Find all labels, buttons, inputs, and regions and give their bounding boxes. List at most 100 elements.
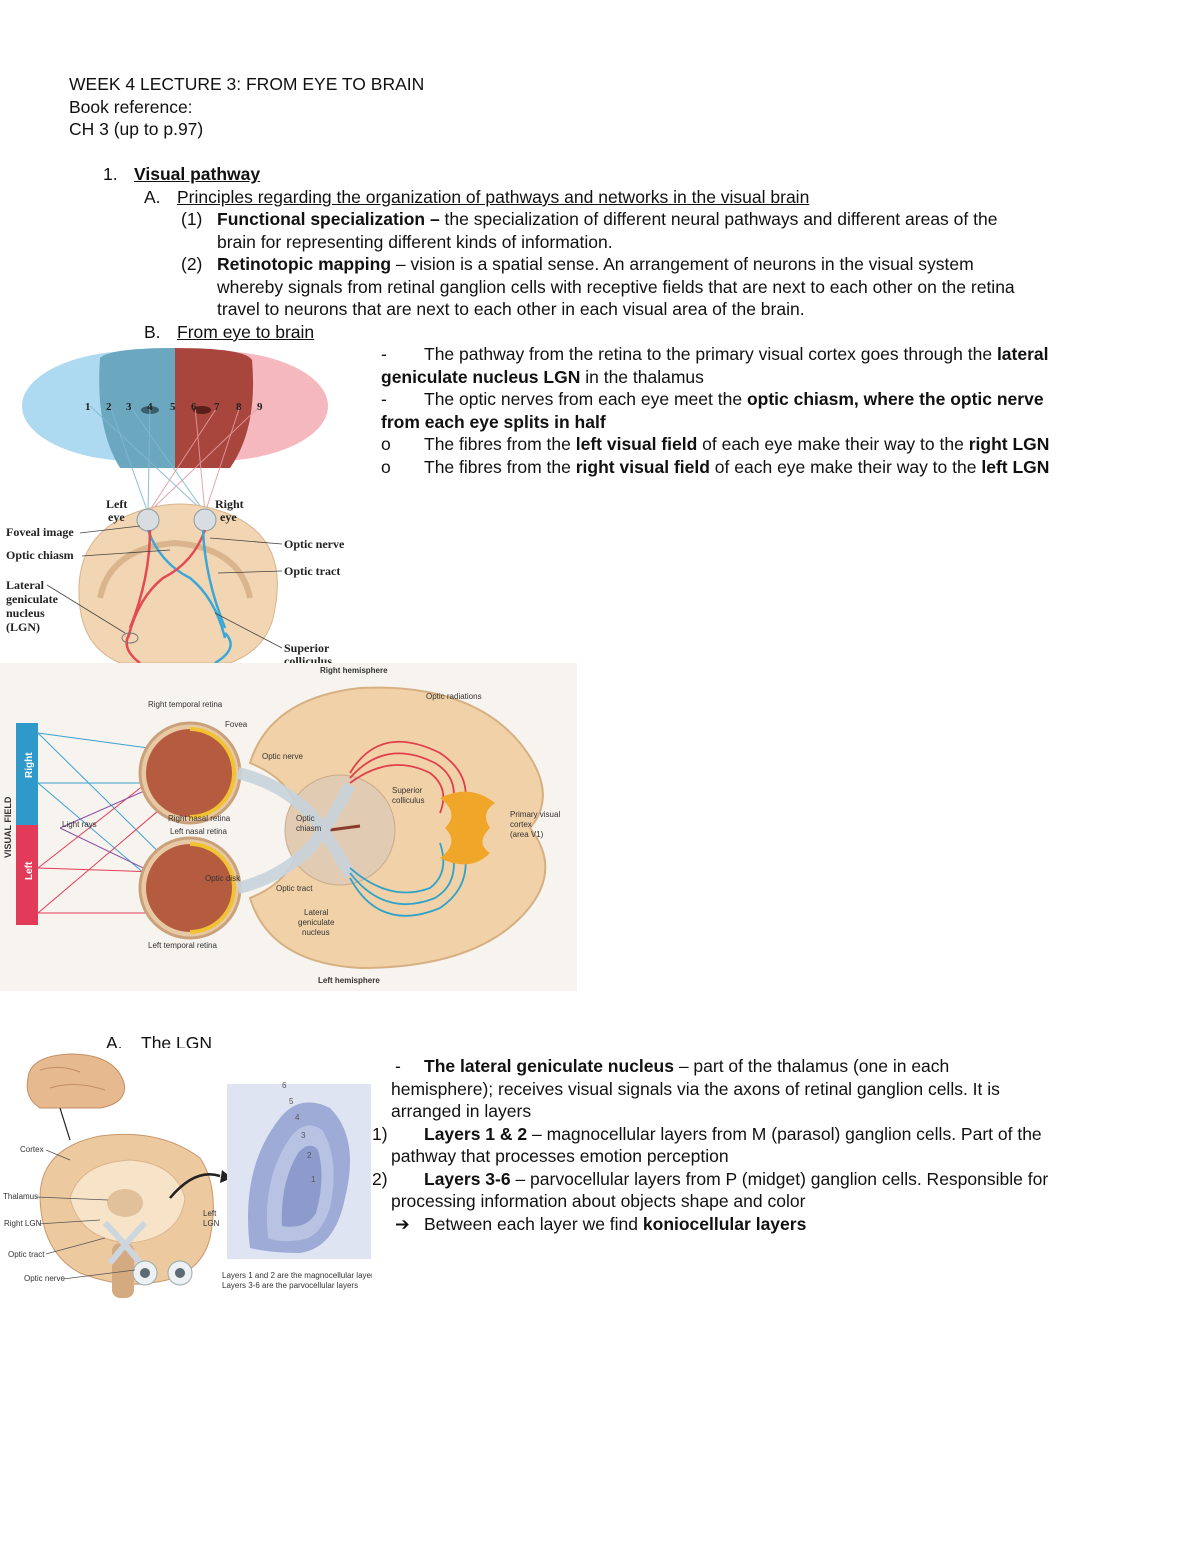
list-number: 2) <box>372 1169 388 1189</box>
layer-number: 4 <box>295 1113 300 1122</box>
book-reference: Book reference: <box>69 97 193 117</box>
lgn-label: nucleus <box>302 928 330 937</box>
list-item: Layers 1 & 2 – magnocellular layers from… <box>424 1124 1042 1144</box>
subsection-letter: A. <box>144 187 161 207</box>
left-lgn-label: Left <box>203 1209 217 1218</box>
section-heading: Visual pathway <box>134 164 261 184</box>
optic-nerve-label: Optic nerve <box>284 537 345 551</box>
layer-number: 6 <box>282 1081 287 1090</box>
left-nasal-retina-label: Left nasal retina <box>170 827 227 836</box>
bullet-text: The optic nerves from each eye meet the … <box>424 389 1044 409</box>
list-item: Functional specialization – the speciali… <box>217 209 998 229</box>
field-number: 6 <box>191 401 197 413</box>
figure-caption: Layers 3-6 are the parvocellular layers <box>222 1281 358 1290</box>
superior-colliculus-label: Superior <box>392 786 423 795</box>
optic-nerve-label: Optic nerve <box>24 1274 65 1283</box>
optic-radiations-label: Optic radiations <box>426 692 482 701</box>
visual-field-label: VISUAL FIELD <box>3 796 13 858</box>
optic-tract-label: Optic tract <box>276 884 313 893</box>
optic-tract-label: Optic tract <box>284 564 340 578</box>
fovea-label: Fovea <box>225 720 248 729</box>
bullet-dash: - <box>381 389 387 409</box>
field-number: 3 <box>126 401 132 413</box>
field-number: 9 <box>257 401 263 413</box>
optic-tract-label: Optic tract <box>8 1250 45 1259</box>
foveal-image-label: Foveal image <box>6 525 74 539</box>
layer-number: 5 <box>289 1097 294 1106</box>
list-number: (2) <box>181 254 203 274</box>
page-title: WEEK 4 LECTURE 3: FROM EYE TO BRAIN <box>69 74 425 94</box>
superior-colliculus-label: colliculus <box>284 654 332 663</box>
lgn-label: Lateral <box>304 908 329 917</box>
primary-visual-cortex-label: cortex <box>510 820 532 829</box>
left-hemisphere-label: Left hemisphere <box>318 976 380 985</box>
bullet-text-continued: geniculate nucleus LGN in the thalamus <box>381 367 704 387</box>
bullet-text: The pathway from the retina to the prima… <box>424 344 1049 364</box>
field-number: 5 <box>170 401 176 413</box>
visual-pathway-figure: 1 2 3 4 5 6 7 8 9 Left eye Right eye Fov… <box>0 348 362 663</box>
right-eye-label: eye <box>220 510 237 524</box>
bullet-text-continued: from each eye splits in half <box>381 412 606 432</box>
list-item-continued: processing information about objects sha… <box>391 1191 806 1211</box>
field-number: 7 <box>214 401 220 413</box>
list-item-continued: travel to neurons that are next to each … <box>217 299 805 319</box>
right-field-label: Right <box>24 752 35 778</box>
bullet-text-continued: arranged in layers <box>391 1101 532 1121</box>
list-item-continued: whereby signals from retinal ganglion ce… <box>217 277 1015 297</box>
left-field-label: Left <box>24 861 35 880</box>
right-hemisphere-label: Right hemisphere <box>320 666 388 675</box>
lgn-label: Lateral <box>6 578 45 592</box>
chapter-reference: CH 3 (up to p.97) <box>69 119 204 139</box>
right-nasal-retina-label: Right nasal retina <box>168 814 231 823</box>
right-lgn-label: Right LGN <box>4 1219 42 1228</box>
list-item-continued: pathway that processes emotion perceptio… <box>391 1146 729 1166</box>
list-item: Layers 3-6 – parvocellular layers from P… <box>424 1169 1049 1189</box>
subsection-letter: B. <box>144 322 161 342</box>
subsection-heading: From eye to brain <box>177 322 315 342</box>
lgn-label: nucleus <box>6 606 45 620</box>
left-temporal-retina-label: Left temporal retina <box>148 941 217 950</box>
right-eye-label: Right <box>215 497 244 511</box>
field-number: 8 <box>236 401 242 413</box>
list-item-continued: brain for representing different kinds o… <box>217 232 613 252</box>
list-number: (1) <box>181 209 203 229</box>
layer-number: 2 <box>307 1151 312 1160</box>
bullet-dash: - <box>395 1056 401 1076</box>
primary-visual-cortex-label: (area V1) <box>510 830 544 839</box>
bullet-text: The lateral geniculate nucleus – part of… <box>424 1056 950 1076</box>
field-number: 4 <box>147 401 153 413</box>
list-number: 1) <box>372 1124 388 1144</box>
layer-number: 3 <box>301 1131 306 1140</box>
optic-chiasm-label: chiasm <box>296 824 322 833</box>
lgn-label: geniculate <box>298 918 335 927</box>
optic-disk-label: Optic disk <box>205 874 241 883</box>
section-number: 1. <box>103 164 118 184</box>
arrow-icon: ➔ <box>395 1214 410 1234</box>
layer-number: 1 <box>311 1175 316 1184</box>
optic-nerve-label: Optic nerve <box>262 752 303 761</box>
list-item: Retinotopic mapping – vision is a spatia… <box>217 254 974 274</box>
right-temporal-retina-label: Right temporal retina <box>148 700 223 709</box>
arrow-item: Between each layer we find koniocellular… <box>424 1214 807 1234</box>
sub-bullet-text: The fibres from the right visual field o… <box>424 457 1050 477</box>
superior-colliculus-label: colliculus <box>392 796 424 805</box>
sub-bullet-text: The fibres from the left visual field of… <box>424 434 1050 454</box>
left-eye-label: eye <box>108 510 125 524</box>
subsection-heading: Principles regarding the organization of… <box>177 187 810 207</box>
left-lgn-label: LGN <box>203 1219 220 1228</box>
bullet-dash: - <box>381 344 387 364</box>
figure-caption: Layers 1 and 2 are the magnocellular lay… <box>222 1271 372 1280</box>
thalamus-label: Thalamus <box>3 1192 38 1201</box>
field-number: 2 <box>106 401 112 413</box>
optic-chiasm-label: Optic chiasm <box>6 548 74 562</box>
cortex-label: Cortex <box>20 1145 44 1154</box>
superior-colliculus-label: Superior <box>284 641 330 655</box>
lgn-label: (LGN) <box>6 620 40 634</box>
lgn-figure: 6 5 4 3 2 1 Cortex Thalamus Right LGN Op… <box>0 1048 372 1310</box>
sub-bullet-marker: o <box>381 434 391 454</box>
field-number: 1 <box>85 401 91 413</box>
bullet-text-continued: hemisphere); receives visual signals via… <box>391 1079 1000 1099</box>
sub-bullet-marker: o <box>381 457 391 477</box>
left-eye-label: Left <box>106 497 127 511</box>
visual-field-pathway-figure: Right Left VISUAL FIELD Right <box>0 663 577 991</box>
